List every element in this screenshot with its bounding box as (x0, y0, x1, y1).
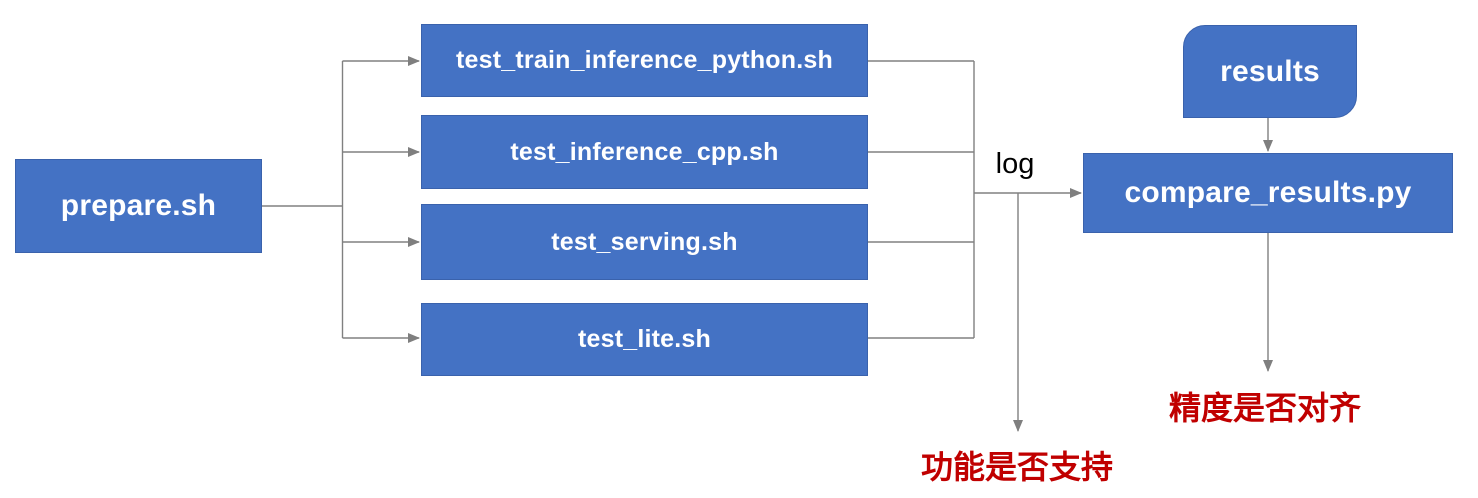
annotation-precision-aligned: 精度是否对齐 (1168, 390, 1361, 426)
node-test-lite-sh: test_lite.sh (421, 303, 868, 376)
annotation-function-support: 功能是否支持 (920, 449, 1113, 485)
node-test-inference-cpp-sh: test_inference_cpp.sh (421, 115, 868, 189)
node-test-serving-sh: test_serving.sh (421, 204, 868, 280)
node-test-train-inference-python-sh: test_train_inference_python.sh (421, 24, 868, 97)
node-compare-results-py: compare_results.py (1083, 153, 1453, 233)
edge-label-log: log (995, 148, 1035, 180)
node-prepare-sh: prepare.sh (15, 159, 262, 253)
node-results: results (1183, 25, 1357, 118)
